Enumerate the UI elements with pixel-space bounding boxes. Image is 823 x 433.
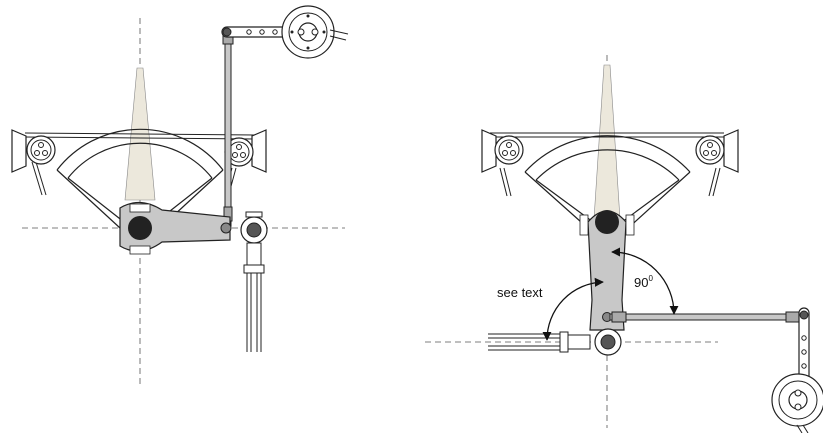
angle-arc-see-text <box>542 277 604 341</box>
right-roller-right <box>695 129 739 173</box>
left-down-tube <box>243 242 265 352</box>
left-vertical-rod <box>222 29 234 227</box>
see-text-label: see text <box>497 285 543 300</box>
left-strings <box>24 132 261 196</box>
left-figure <box>11 5 349 385</box>
left-top-disc <box>281 5 349 59</box>
angle-value: 90 <box>634 275 648 290</box>
angle-90-label: 900 <box>634 274 653 290</box>
right-bottom-disc <box>771 373 823 433</box>
left-center-lines <box>22 18 345 385</box>
left-lever <box>119 201 232 255</box>
angle-degree-mark: 0 <box>648 274 653 283</box>
left-roller-left <box>11 129 56 173</box>
right-strings <box>490 132 724 197</box>
left-pivot-bearing <box>240 211 268 244</box>
right-horizontal-rod <box>609 311 803 323</box>
right-pivot-bearing <box>594 328 622 356</box>
angle-arc-90 <box>611 247 679 315</box>
right-center-lines <box>425 55 718 428</box>
right-roller-left <box>481 129 524 173</box>
right-figure: see text 900 <box>425 55 823 433</box>
